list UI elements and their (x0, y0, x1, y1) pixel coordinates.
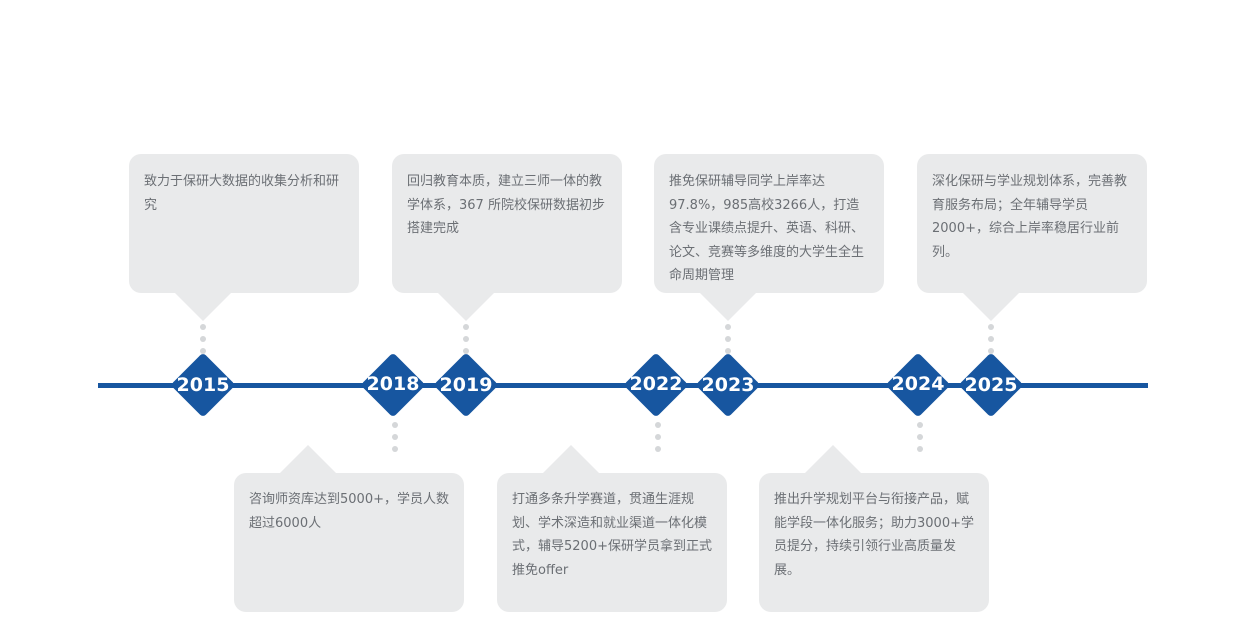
year-label-2025: 2025 (964, 374, 1018, 396)
connector-dot (200, 336, 206, 342)
milestone-text: 致力于保研大数据的收集分析和研究 (144, 174, 340, 213)
connector-dot (655, 422, 661, 428)
timeline-axis (98, 383, 1148, 388)
connector-dot (725, 324, 731, 330)
year-label-2019: 2019 (439, 374, 493, 396)
connector-dot (917, 446, 923, 452)
milestone-text: 打通多条升学赛道，贯通生涯规划、学术深造和就业渠道一体化模式，辅导5200+保研… (512, 492, 712, 578)
connector-dot (725, 336, 731, 342)
connector-dot (655, 446, 661, 452)
year-label-2023: 2023 (701, 374, 755, 396)
connector-dot (917, 434, 923, 440)
connector-dot (463, 336, 469, 342)
connector-dot (725, 348, 731, 354)
connector-dot (988, 324, 994, 330)
connector-dot (392, 422, 398, 428)
connector-dot (200, 348, 206, 354)
milestone-text: 推免保研辅导同学上岸率达97.8%，985高校3266人，打造含专业课绩点提升、… (669, 174, 865, 283)
connector-dot (988, 336, 994, 342)
milestone-card-2024: 推出升学规划平台与衔接产品，赋能学段一体化服务；助力3000+学员提分，持续引领… (759, 445, 989, 612)
connector-dot (655, 434, 661, 440)
year-label-2024: 2024 (891, 373, 945, 395)
milestone-card-2015: 致力于保研大数据的收集分析和研究 (129, 154, 359, 321)
connector-dot (392, 446, 398, 452)
milestone-card-2018: 咨询师资库达到5000+，学员人数超过6000人 (234, 445, 464, 612)
milestone-card-2022: 打通多条升学赛道，贯通生涯规划、学术深造和就业渠道一体化模式，辅导5200+保研… (497, 445, 727, 612)
milestone-text: 回归教育本质，建立三师一体的教学体系，367 所院校保研数据初步搭建完成 (407, 174, 605, 236)
connector-dot (463, 348, 469, 354)
milestone-text: 深化保研与学业规划体系，完善教育服务布局；全年辅导学员2000+，综合上岸率稳居… (932, 174, 1128, 260)
year-label-2022: 2022 (629, 373, 683, 395)
milestone-text: 推出升学规划平台与衔接产品，赋能学段一体化服务；助力3000+学员提分，持续引领… (774, 492, 974, 578)
connector-dot (392, 434, 398, 440)
connector-dot (988, 348, 994, 354)
milestone-text: 咨询师资库达到5000+，学员人数超过6000人 (249, 492, 449, 531)
connector-dot (463, 324, 469, 330)
milestone-card-2025: 深化保研与学业规划体系，完善教育服务布局；全年辅导学员2000+，综合上岸率稳居… (917, 154, 1147, 321)
year-label-2015: 2015 (176, 374, 230, 396)
milestone-card-2023: 推免保研辅导同学上岸率达97.8%，985高校3266人，打造含专业课绩点提升、… (654, 154, 884, 321)
connector-dot (917, 422, 923, 428)
milestone-card-2019: 回归教育本质，建立三师一体的教学体系，367 所院校保研数据初步搭建完成 (392, 154, 622, 321)
year-label-2018: 2018 (366, 373, 420, 395)
connector-dot (200, 324, 206, 330)
